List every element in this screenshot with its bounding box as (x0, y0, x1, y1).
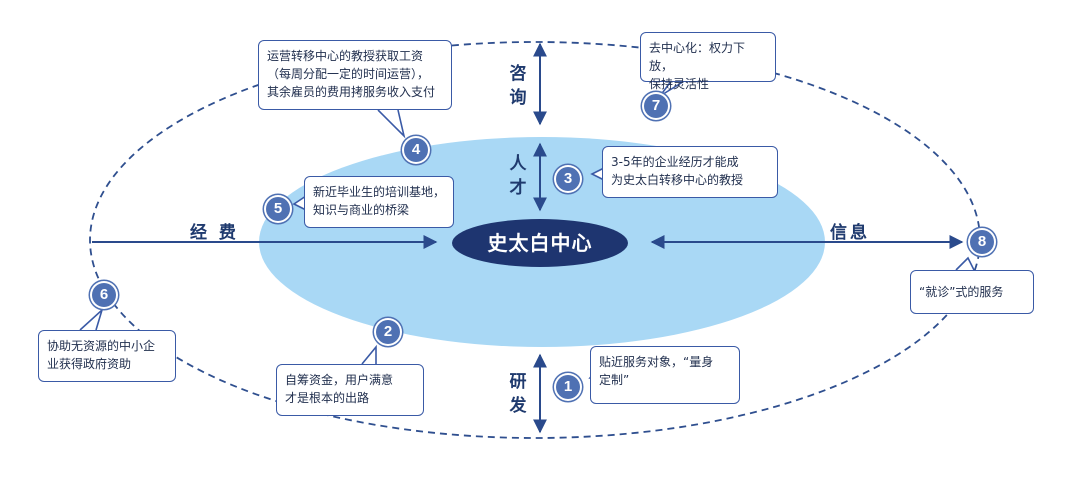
note-7-badge: 7 (644, 94, 668, 118)
note-7-callout: 去中心化：权力下放， 保持灵活性 (640, 32, 776, 91)
callout-tail-3 (590, 167, 605, 181)
note-8-callout: “就诊”式的服务 (910, 270, 1034, 314)
research-label: 研 发 (509, 372, 527, 416)
note-3-callout: 3-5年的企业经历才能成 为史太白转移中心的教授 (602, 146, 778, 198)
note-6-badge: 6 (92, 283, 116, 307)
note-4-callout: 运营转移中心的教授获取工资 （每周分配一定的时间运营）， 其余雇员的费用拷服务收… (258, 40, 452, 110)
consult-label: 咨 询 (509, 64, 527, 108)
note-2-badge: 2 (376, 320, 400, 344)
callout-tail-6 (79, 307, 104, 331)
note-2-callout: 自筹资金，用户满意 才是根本的出路 (276, 364, 424, 416)
note-5-callout: 新近毕业生的培训基地， 知识与商业的桥梁 (304, 176, 454, 228)
callout-tail-2 (361, 344, 377, 365)
note-5-badge: 5 (266, 197, 290, 221)
funding-label: 经 费 (190, 223, 239, 243)
note-4-badge: 4 (404, 138, 428, 162)
center-label: 史太白中心 (487, 231, 593, 255)
center-node (452, 219, 628, 267)
callout-tail-4 (377, 109, 406, 139)
note-1-callout: 贴近服务对象，“量身 定制” (590, 346, 740, 404)
note-8-badge: 8 (970, 230, 994, 254)
info-label: 信息 (830, 223, 870, 243)
callout-tail-5 (292, 195, 307, 211)
callout-tail-8 (955, 256, 975, 271)
note-1-badge: 1 (556, 375, 580, 399)
talent-label: 人 才 (509, 154, 527, 198)
note-6-callout: 协助无资源的中小企 业获得政府资助 (38, 330, 176, 382)
note-3-badge: 3 (556, 167, 580, 191)
